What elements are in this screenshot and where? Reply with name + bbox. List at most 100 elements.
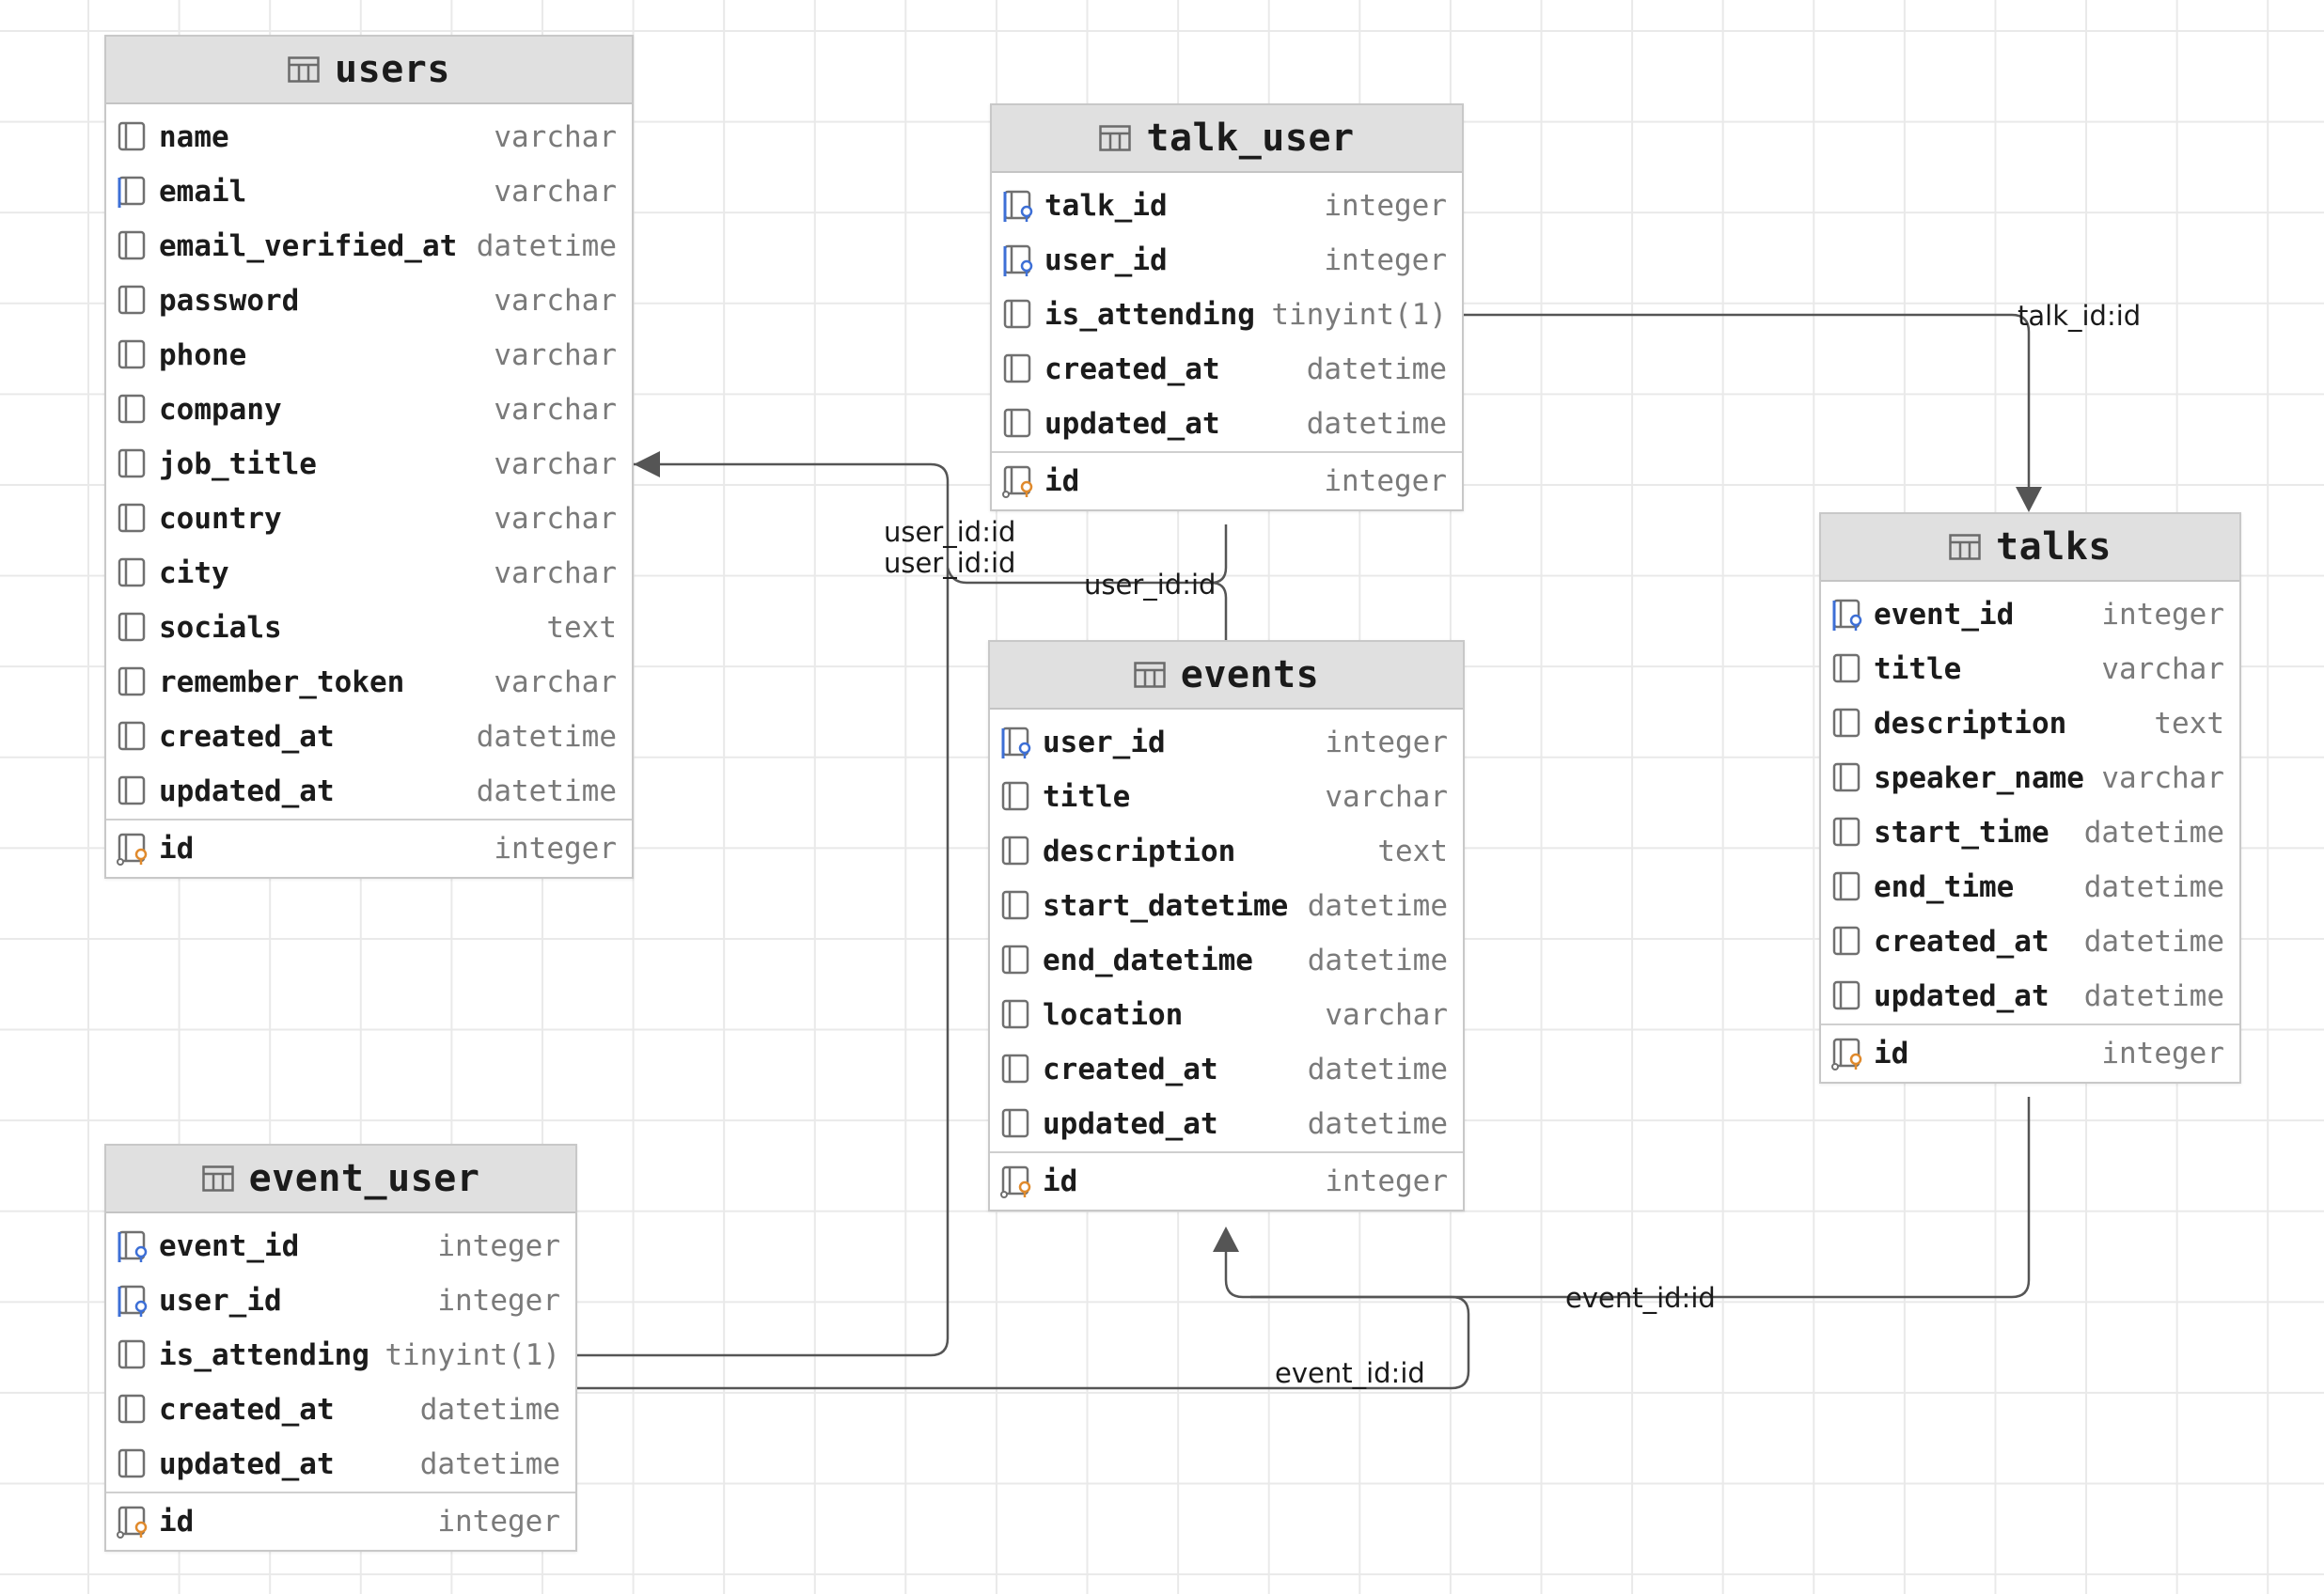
column-icon	[1830, 870, 1864, 904]
column-icon	[999, 998, 1033, 1032]
column-name: updated_at	[1043, 1107, 1218, 1141]
column-icon	[116, 611, 149, 645]
column-type: text	[1377, 835, 1448, 868]
column-type: varchar	[494, 665, 617, 699]
column-type: datetime	[476, 720, 617, 754]
column-name: country	[159, 502, 282, 536]
column-name: end_datetime	[1043, 944, 1253, 977]
column-name: updated_at	[1044, 407, 1220, 441]
foreign-key-column-icon	[116, 1284, 149, 1318]
column-type: datetime	[419, 1393, 560, 1427]
column-name: created_at	[1043, 1053, 1218, 1086]
column-type: datetime	[476, 229, 617, 263]
column-name: updated_at	[159, 1447, 335, 1481]
column-type: varchar	[494, 447, 617, 481]
column-icon	[1001, 407, 1035, 441]
column-name: phone	[159, 338, 247, 372]
table-header[interactable]: event_user	[106, 1146, 575, 1213]
indexed-column-icon	[116, 175, 149, 209]
relation-edge-talk-user-talks[interactable]	[1464, 313, 2031, 489]
table-name: events	[1180, 653, 1320, 696]
table-header[interactable]: talks	[1821, 514, 2239, 582]
column-type: datetime	[2083, 870, 2224, 904]
column-type: varchar	[2101, 761, 2224, 795]
table-header[interactable]: talk_user	[992, 105, 1462, 173]
table-header[interactable]: events	[990, 642, 1463, 710]
relation-edge-event-user-events[interactable]	[577, 1295, 1470, 1390]
column-name: is_attending	[1044, 298, 1255, 332]
column-name: city	[159, 556, 229, 590]
column-name: location	[1043, 998, 1184, 1032]
relation-edge-events-users[interactable]	[1210, 581, 1228, 640]
table-icon	[1134, 662, 1166, 688]
column-type: varchar	[494, 284, 617, 318]
table-header[interactable]: users	[106, 37, 632, 104]
primary-key-column-icon	[1001, 464, 1035, 498]
column-icon	[1830, 707, 1864, 741]
column-type: datetime	[1307, 889, 1448, 923]
relation-label-events-users: user_id:id	[1084, 569, 1216, 601]
column-row-is-attending[interactable]: is_attending tinyint(1)	[992, 288, 1462, 342]
column-name: created_at	[159, 1393, 335, 1427]
relation-edge-talk-user-users[interactable]	[946, 524, 1228, 585]
column-name: updated_at	[1874, 979, 2049, 1013]
column-icon	[1830, 761, 1864, 795]
column-icon	[116, 665, 149, 699]
column-name: email	[159, 175, 247, 209]
column-row-created-at[interactable]: created_at datetime	[106, 1383, 575, 1437]
column-type: tinyint(1)	[1271, 298, 1447, 332]
column-icon	[116, 774, 149, 808]
column-type: integer	[494, 832, 617, 866]
column-name: description	[1874, 707, 2067, 741]
